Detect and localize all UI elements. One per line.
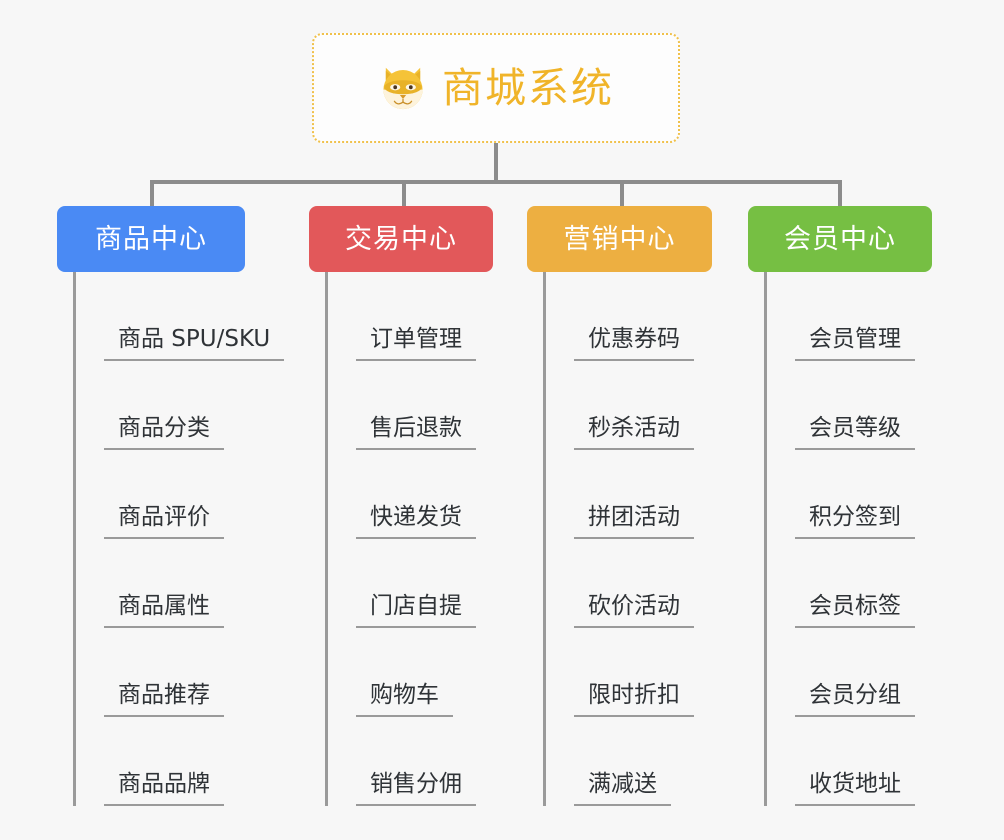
leaf-label: 商品 SPU/SKU [118,326,271,353]
connector-drop-2 [402,180,406,206]
leaf-item[interactable]: 快递发货 [328,450,476,539]
leaf-item[interactable]: 满减送 [546,717,671,806]
leaf-underline: 商品评价 [104,503,224,539]
leaf-item[interactable]: 优惠券码 [546,272,694,361]
leaf-label: 商品分类 [118,415,210,442]
leaf-label: 购物车 [370,682,439,709]
leaf-spine [764,272,767,806]
leaf-item[interactable]: 秒杀活动 [546,361,694,450]
leaf-label: 商品品牌 [118,771,210,798]
leaf-label: 门店自提 [370,593,462,620]
leaf-label: 会员标签 [809,593,901,620]
leaf-spine [543,272,546,806]
leaf-underline: 会员标签 [795,592,915,628]
leaf-item[interactable]: 会员标签 [767,539,915,628]
leaf-item[interactable]: 售后退款 [328,361,476,450]
leaf-label: 限时折扣 [588,682,680,709]
leaf-label: 会员管理 [809,326,901,353]
leaf-label: 售后退款 [370,415,462,442]
connector-drop-3 [620,180,624,206]
leaf-label: 商品属性 [118,593,210,620]
leaf-label: 砍价活动 [588,593,680,620]
leaf-label: 积分签到 [809,504,901,531]
leaf-label: 秒杀活动 [588,415,680,442]
category-box-4[interactable]: 会员中心 [748,206,932,272]
leaf-underline: 优惠券码 [574,325,694,361]
leaf-underline: 商品分类 [104,414,224,450]
category-label: 商品中心 [95,223,207,255]
leaf-label: 订单管理 [370,326,462,353]
leaf-underline: 快递发货 [356,503,476,539]
category-label: 会员中心 [784,223,896,255]
leaf-item[interactable]: 商品 SPU/SKU [76,272,285,361]
leaf-item[interactable]: 积分签到 [767,450,915,539]
leaf-underline: 商品品牌 [104,770,224,806]
leaf-underline: 商品属性 [104,592,224,628]
leaf-underline: 商品 SPU/SKU [104,325,285,361]
leaf-item[interactable]: 会员等级 [767,361,915,450]
leaf-underline: 满减送 [574,770,671,806]
root-label: 商城系统 [442,63,614,112]
category-box-2[interactable]: 交易中心 [309,206,493,272]
leaf-item[interactable]: 商品品牌 [76,717,224,806]
leaf-item[interactable]: 购物车 [328,628,453,717]
leaf-item[interactable]: 砍价活动 [546,539,694,628]
shiba-dog-face-icon [383,67,423,110]
leaf-item[interactable]: 订单管理 [328,272,476,361]
leaf-underline: 会员分组 [795,681,915,717]
connector-root-stem [494,143,498,182]
leaf-item[interactable]: 商品推荐 [76,628,224,717]
leaf-underline: 拼团活动 [574,503,694,539]
leaf-underline: 积分签到 [795,503,915,539]
leaf-spine [325,272,328,806]
leaf-label: 销售分佣 [370,771,462,798]
root-node[interactable]: 商城系统 [312,33,680,143]
leaf-item[interactable]: 限时折扣 [546,628,694,717]
leaf-underline: 订单管理 [356,325,476,361]
leaf-underline: 门店自提 [356,592,476,628]
leaf-underline: 秒杀活动 [574,414,694,450]
category-label: 营销中心 [563,223,676,255]
leaf-label: 快递发货 [370,504,462,531]
leaf-item[interactable]: 会员分组 [767,628,915,717]
leaf-label: 会员等级 [809,415,901,442]
leaf-underline: 砍价活动 [574,592,694,628]
leaf-underline: 会员管理 [795,325,915,361]
leaf-label: 拼团活动 [588,504,680,531]
leaf-item[interactable]: 销售分佣 [328,717,476,806]
leaf-item[interactable]: 商品分类 [76,361,224,450]
connector-drop-1 [150,180,154,206]
leaf-item[interactable]: 商品评价 [76,450,224,539]
category-label: 交易中心 [345,223,457,255]
category-box-1[interactable]: 商品中心 [57,206,245,272]
leaf-item[interactable]: 门店自提 [328,539,476,628]
leaf-underline: 销售分佣 [356,770,476,806]
leaf-spine [73,272,76,806]
leaf-underline: 商品推荐 [104,681,224,717]
category-box-3[interactable]: 营销中心 [527,206,712,272]
leaf-label: 满减送 [588,771,657,798]
leaf-underline: 购物车 [356,681,453,717]
leaf-underline: 售后退款 [356,414,476,450]
leaf-label: 会员分组 [809,682,901,709]
leaf-label: 商品推荐 [118,682,210,709]
leaf-underline: 限时折扣 [574,681,694,717]
leaf-underline: 会员等级 [795,414,915,450]
leaf-item[interactable]: 收货地址 [767,717,915,806]
leaf-item[interactable]: 商品属性 [76,539,224,628]
leaf-item[interactable]: 会员管理 [767,272,915,361]
connector-horizontal-bus [150,180,840,184]
leaf-item[interactable]: 拼团活动 [546,450,694,539]
leaf-label: 优惠券码 [588,326,680,353]
leaf-label: 收货地址 [809,771,901,798]
leaf-label: 商品评价 [118,504,210,531]
connector-drop-4 [838,180,842,206]
leaf-underline: 收货地址 [795,770,915,806]
